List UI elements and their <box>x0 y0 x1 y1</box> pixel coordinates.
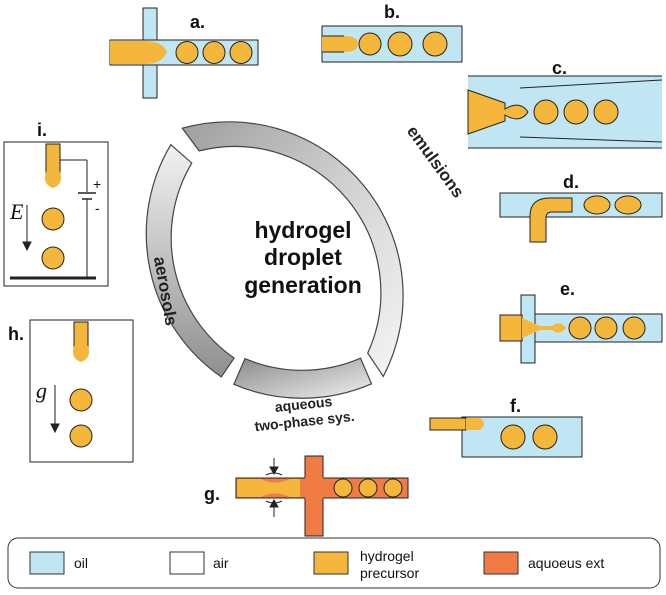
emulsions-label: emulsions <box>403 122 468 201</box>
minus-sign: - <box>95 200 100 216</box>
panel-g <box>235 455 409 537</box>
gravity-label: g <box>36 378 47 403</box>
legend-swatch-oil <box>29 551 65 575</box>
panel-b <box>321 25 463 63</box>
panel-h <box>29 319 134 463</box>
center-title-line1: hydrogel <box>254 217 351 243</box>
panel-a <box>109 7 259 99</box>
plus-sign: + <box>93 176 101 192</box>
legend-label-aqueous-ext: aquoeus ext <box>528 555 604 571</box>
panel-f <box>429 416 583 458</box>
panel-d-label: d. <box>563 172 579 192</box>
legend-label-oil: oil <box>74 555 88 571</box>
legend-label-hydrogel-line2: precursor <box>360 565 419 581</box>
panel-b-label: b. <box>384 2 400 22</box>
center-title-line3: generation <box>244 272 362 298</box>
legend-swatch-aqueous-ext <box>483 551 519 575</box>
panel-d <box>499 192 663 243</box>
emulsions-segment <box>181 121 404 378</box>
technique-ring: emulsions aerosols aqueous two-phase sys… <box>145 121 468 434</box>
legend-label-hydrogel-line1: hydrogel <box>360 548 414 564</box>
panel-e-label: e. <box>560 279 575 299</box>
electric-field-label: E <box>9 199 24 224</box>
aerosols-segment <box>145 143 235 378</box>
legend-swatch-air <box>169 551 205 575</box>
center-title-line2: droplet <box>264 244 342 270</box>
legend-swatch-hydrogel <box>313 551 349 575</box>
panel-e <box>499 294 663 364</box>
panel-i <box>3 141 109 287</box>
panel-c-label: c. <box>552 58 567 78</box>
panel-h-label: h. <box>8 324 24 344</box>
legend-label-air: air <box>213 555 229 571</box>
panel-i-label: i. <box>37 120 47 140</box>
panel-c <box>467 75 663 149</box>
aqueous-label-line1: aqueous <box>274 393 333 415</box>
pressure-arrow-icon <box>269 466 279 476</box>
panel-a-label: a. <box>190 12 205 32</box>
field-arrow-icon <box>50 423 60 434</box>
legend: oil air hydrogel precursor aquoeus ext <box>7 537 661 589</box>
panel-g-label: g. <box>204 484 220 504</box>
aqueous-segment <box>233 357 373 399</box>
panel-f-label: f. <box>510 396 521 416</box>
